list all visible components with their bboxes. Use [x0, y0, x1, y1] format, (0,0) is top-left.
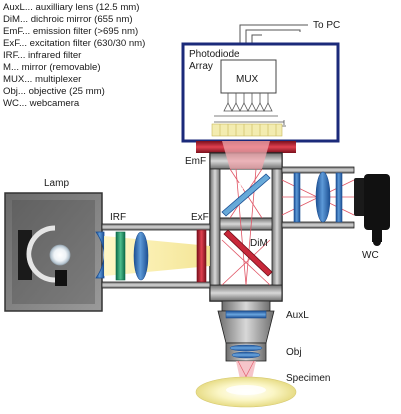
- objective-lens-1: [229, 344, 263, 352]
- legend: AuxL... auxilliary lens (12.5 mm) DiM...…: [3, 2, 145, 109]
- legend-item: M... mirror (removable): [3, 62, 101, 73]
- legend-item: Obj... objective (25 mm): [3, 86, 105, 97]
- legend-item: AuxL... auxilliary lens (12.5 mm): [3, 2, 140, 13]
- objective-lens-2: [231, 351, 261, 359]
- obj-label: Obj: [286, 347, 302, 358]
- lamp-reflector: [26, 225, 56, 283]
- mux-label: MUX: [236, 74, 259, 85]
- webcam-arm-top: [281, 166, 355, 174]
- cube-bottom-plate: [209, 284, 283, 302]
- photodiode-cells: [219, 124, 277, 136]
- legend-item: DiM... dichroic mirror (655 nm): [3, 14, 133, 25]
- dim-label: DiM: [250, 238, 268, 249]
- webcam-mount: [373, 238, 381, 246]
- excitation-arm-top: [101, 223, 211, 231]
- webcam-arm-bottom: [281, 221, 355, 229]
- webcam-lens-2: [315, 171, 331, 223]
- auxl-label: AuxL: [286, 310, 309, 321]
- emf-label: EmF: [185, 156, 206, 167]
- aux-lens: [225, 310, 267, 319]
- excitation-filter: [196, 229, 207, 283]
- aux-lens-collar: [221, 300, 271, 312]
- legend-item: MUX... multiplexer: [3, 74, 82, 85]
- specimen-highlight: [226, 385, 266, 395]
- lamp-base: [55, 270, 67, 286]
- cube-left-wall: [209, 168, 221, 286]
- dichroic-mirror: [223, 229, 273, 277]
- lamp-socket: [18, 230, 32, 280]
- m-label: M: [238, 182, 246, 193]
- cube-mid-plate: [209, 217, 283, 231]
- infrared-filter: [115, 231, 126, 281]
- exf-label: ExF: [191, 212, 209, 223]
- cube-right-wall: [271, 168, 283, 286]
- mux-block: [220, 59, 277, 94]
- legend-item: WC... webcamera: [3, 98, 80, 109]
- to-pc-label: To PC: [313, 20, 340, 31]
- excitation-arm-bottom: [101, 281, 211, 289]
- lamp-label: Lamp: [44, 178, 69, 189]
- excitation-beam: [104, 236, 210, 276]
- webcam-lens-3: [335, 172, 343, 223]
- specimen-label: Specimen: [286, 373, 330, 384]
- photodiode-label: Photodiode: [189, 49, 240, 60]
- emission-beam-top: [222, 141, 270, 169]
- excitation-lens: [133, 231, 149, 281]
- irf-label: IRF: [110, 212, 126, 223]
- photodiode-label: Array: [189, 61, 213, 72]
- legend-item: IRF... infrared filter: [3, 50, 82, 61]
- photodiode-strip: [211, 123, 283, 137]
- webcam-lens-1: [293, 172, 301, 223]
- legend-item: EmF... emission filter (>695 nm): [3, 26, 138, 37]
- removable-mirror: [221, 173, 271, 217]
- webcam-stand: [372, 230, 382, 242]
- lamp-bulb: [49, 244, 71, 266]
- webcam-housing: [364, 174, 390, 230]
- collector-lens: [95, 231, 105, 279]
- amplifier-array: [214, 93, 286, 127]
- wc-label: WC: [362, 250, 379, 261]
- legend-item: ExF... excitation filter (630/30 nm): [3, 38, 145, 49]
